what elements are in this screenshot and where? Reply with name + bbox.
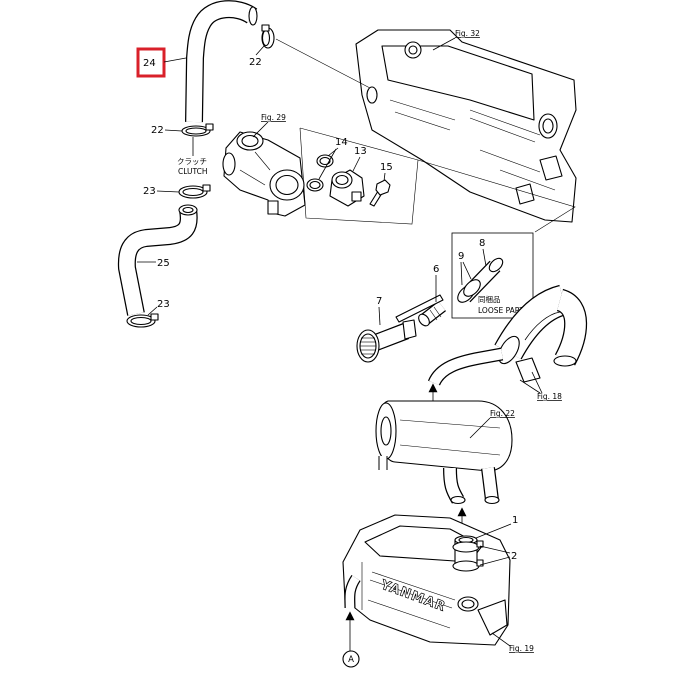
callout-15-leader [383, 172, 386, 182]
fig-32-label[interactable]: Fig. 32 [455, 29, 480, 38]
callout-22-mid-leader [164, 129, 183, 132]
connecting-hose [427, 347, 504, 387]
callout-7-leader [378, 306, 381, 326]
clamp-22-mid [181, 123, 214, 137]
hose-24 [185, 0, 258, 123]
callout-15[interactable]: 15 [380, 162, 393, 182]
callout-14[interactable]: 14 [318, 137, 348, 180]
callout-23-bottom[interactable]: 23 [147, 299, 170, 316]
fig-19-leader [491, 632, 511, 647]
bolt-15 [369, 179, 391, 207]
clutch-label-ja: クラッチ [177, 157, 207, 166]
fig-32-leader [432, 37, 456, 51]
fig-29-ref[interactable]: Fig. 29 [252, 113, 286, 138]
lower-hose [344, 574, 361, 609]
fig-32-ref[interactable]: Fig. 32 [432, 29, 480, 51]
clamp-23-top [178, 184, 211, 199]
callout-7[interactable]: 7 [376, 296, 382, 326]
callout-23-top[interactable]: 23 [143, 186, 180, 197]
fig-18-leader-b [531, 371, 543, 394]
loose-parts-label-en: LOOSE PARTS [478, 306, 529, 315]
fig-19-label[interactable]: Fig. 19 [509, 644, 534, 653]
callout-2-leader-a [479, 545, 511, 554]
connector-circle [342, 650, 360, 668]
connector-label[interactable]: A [348, 655, 354, 665]
callout-23-bottom-leader [147, 306, 158, 316]
callout-22-mid[interactable]: 22 [151, 125, 183, 136]
callout-14-leader-a [327, 147, 339, 157]
loose-parts-label-ja: 同梱品 [478, 294, 501, 304]
callout-9[interactable]: 9 [458, 251, 472, 286]
callout-8-label[interactable]: 8 [479, 238, 485, 249]
o-rings-14 [306, 154, 334, 192]
flow-arrow-lower [345, 611, 355, 651]
hose-25 [117, 204, 198, 316]
fig-18-leader-a [519, 379, 541, 394]
clamp-23-bottom [126, 313, 159, 328]
callout-1-leader [475, 523, 512, 539]
callout-9-label[interactable]: 9 [458, 251, 464, 262]
callout-2-label[interactable]: 2 [511, 551, 517, 562]
callout-23-bottom-label[interactable]: 23 [157, 299, 170, 310]
fig-18-label[interactable]: Fig. 18 [537, 392, 562, 401]
heat-exchanger [375, 400, 513, 505]
callout-13-label[interactable]: 13 [354, 146, 367, 157]
callout-13[interactable]: 13 [352, 146, 367, 172]
fig-18-ref[interactable]: Fig. 18 [519, 371, 562, 401]
callout-6[interactable]: 6 [433, 264, 439, 302]
engine-block: YANMAR [342, 514, 511, 646]
callout-25-label[interactable]: 25 [157, 258, 170, 269]
callout-23-top-leader [156, 190, 180, 193]
clamp-22-top [261, 24, 275, 49]
callout-22-top-leader [255, 45, 265, 56]
callout-25[interactable]: 25 [137, 258, 170, 269]
callout-24-label[interactable]: 24 [143, 58, 156, 69]
engine-head-assembly [355, 29, 577, 223]
flow-arrow-upper [428, 383, 438, 401]
callout-8-leader [482, 248, 487, 267]
callout-22-top-label[interactable]: 22 [249, 57, 262, 68]
clutch-label-en: CLUTCH [178, 167, 208, 176]
clamps-9 [457, 279, 481, 303]
fig-29-leader [252, 121, 269, 138]
callout-8[interactable]: 8 [479, 238, 487, 267]
callout-23-top-label[interactable]: 23 [143, 186, 156, 197]
fig-29-label[interactable]: Fig. 29 [261, 113, 286, 122]
loose-parts-box: 同梱品 LOOSE PARTS [451, 232, 534, 319]
callout-6-label[interactable]: 6 [433, 264, 439, 275]
fitting-6 [418, 300, 446, 327]
callout-7-label[interactable]: 7 [376, 296, 382, 307]
callout-22-mid-label[interactable]: 22 [151, 125, 164, 136]
assembly-reference-lines [275, 38, 576, 233]
drain-cock-7 [356, 294, 444, 363]
callout-1[interactable]: 1 [475, 515, 518, 539]
callout-14-label[interactable]: 14 [335, 137, 348, 148]
callout-1-label[interactable]: 1 [512, 515, 518, 526]
callout-2-leader-b [479, 556, 511, 566]
fig-22-label[interactable]: Fig. 22 [490, 409, 515, 418]
callout-2[interactable]: 2 [479, 545, 517, 566]
callout-13-leader [352, 156, 361, 172]
callout-9-leader-b [462, 261, 472, 280]
connector-ref-a[interactable]: A [342, 650, 360, 668]
fig-19-ref[interactable]: Fig. 19 [491, 632, 534, 653]
callout-24-leader [163, 57, 187, 63]
callout-14-leader-b [318, 148, 337, 180]
callout-22-top[interactable]: 22 [249, 45, 265, 68]
thermostat-cover-13 [329, 169, 365, 207]
thermostat-housing [222, 131, 306, 217]
fig-22-ref[interactable]: Fig. 22 [469, 409, 515, 439]
fig-22-leader [469, 417, 491, 439]
callout-9-leader-a [460, 261, 463, 286]
callout-24[interactable]: 24 [136, 47, 187, 78]
callout-15-label[interactable]: 15 [380, 162, 393, 173]
clamps-2 [452, 540, 484, 572]
clutch-note: クラッチ CLUTCH [177, 137, 208, 176]
highlight-box [136, 47, 166, 78]
